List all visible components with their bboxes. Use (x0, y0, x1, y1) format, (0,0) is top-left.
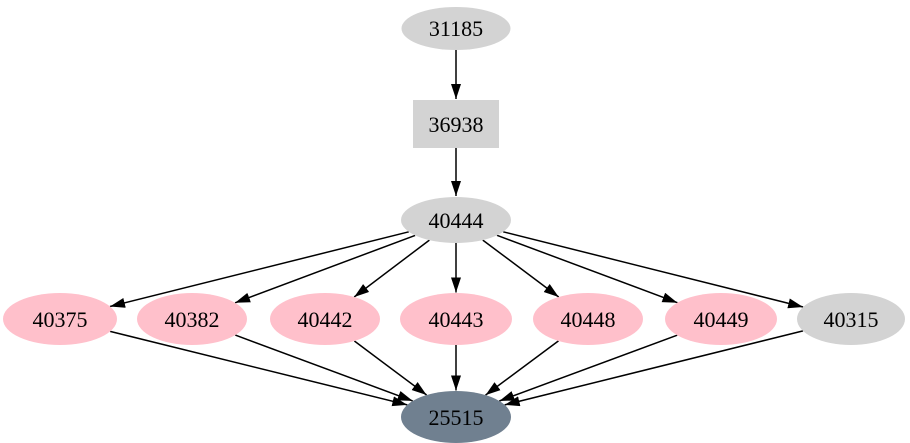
node-36938-label: 36938 (429, 112, 484, 137)
node-40315: 40315 (797, 293, 905, 345)
edge-40444-40442 (353, 239, 430, 298)
node-40315-label: 40315 (824, 307, 879, 332)
node-40448-shape (533, 293, 643, 345)
node-40442-shape (270, 293, 380, 345)
node-40442: 40442 (270, 293, 380, 345)
node-40382-shape (137, 293, 247, 345)
node-40375-label: 40375 (33, 307, 88, 332)
node-40443: 40443 (400, 293, 512, 345)
node-40448-label: 40448 (561, 307, 616, 332)
edge-40382-25515 (235, 334, 413, 402)
node-40315-shape (797, 293, 905, 345)
edge-40444-40375 (109, 231, 409, 308)
edge-layer (109, 50, 804, 407)
edge-40449-25515 (499, 334, 678, 402)
edge-40375-25515 (109, 330, 408, 407)
node-40443-label: 40443 (429, 307, 484, 332)
edge-40444-40382 (234, 234, 416, 304)
node-25515-shape (401, 391, 511, 443)
node-25515-label: 25515 (429, 405, 484, 430)
edge-40448-25515 (485, 340, 559, 396)
node-31185-label: 31185 (429, 16, 483, 41)
node-36938: 36938 (413, 100, 499, 148)
node-31185-shape (401, 7, 511, 50)
node-40443-shape (400, 293, 512, 345)
edge-40442-25515 (353, 340, 428, 396)
node-40449: 40449 (665, 293, 777, 345)
node-25515: 25515 (401, 391, 511, 443)
node-40448: 40448 (533, 293, 643, 345)
edge-40444-40315 (503, 231, 804, 309)
node-31185: 31185 (401, 7, 511, 50)
node-40382-label: 40382 (165, 307, 220, 332)
node-40449-shape (665, 293, 777, 345)
node-40444-shape (401, 197, 511, 243)
node-40442-label: 40442 (298, 307, 353, 332)
edge-40444-40448 (482, 239, 560, 298)
node-40449-label: 40449 (694, 307, 749, 332)
node-40444-label: 40444 (429, 208, 484, 233)
node-40444: 40444 (401, 197, 511, 243)
edge-40444-40449 (496, 234, 678, 304)
node-36938-shape (413, 100, 499, 148)
edge-40315-25515 (504, 330, 804, 407)
node-40382: 40382 (137, 293, 247, 345)
node-40375: 40375 (3, 293, 117, 345)
node-40375-shape (3, 293, 117, 345)
